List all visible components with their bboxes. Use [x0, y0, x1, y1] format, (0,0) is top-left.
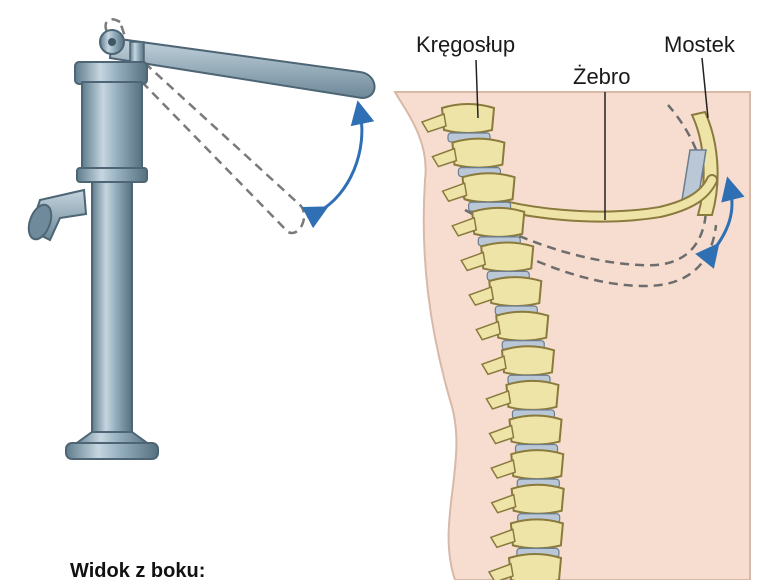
- spine-label: Kręgosłup: [416, 32, 515, 58]
- rib-label: Żebro: [573, 64, 630, 90]
- vertebra: [496, 312, 548, 341]
- vertebra: [452, 139, 504, 168]
- pump-column: [92, 182, 132, 437]
- sternum-label: Mostek: [664, 32, 735, 58]
- pump-cap: [75, 62, 147, 84]
- vertebra: [442, 104, 494, 133]
- vertebra: [472, 208, 524, 237]
- vertebra: [511, 450, 563, 479]
- vertebra: [502, 346, 554, 375]
- vertebra: [506, 381, 558, 410]
- vertebra: [510, 416, 562, 445]
- vertebra: [511, 519, 563, 548]
- vertebra: [489, 277, 541, 306]
- vertebra: [512, 485, 564, 514]
- vertebra: [509, 554, 561, 580]
- vertebra: [463, 173, 515, 202]
- pump-body: [82, 82, 142, 172]
- pump-motion-arrow: [318, 112, 362, 212]
- vertebra: [481, 242, 533, 271]
- water-pump: [24, 19, 374, 459]
